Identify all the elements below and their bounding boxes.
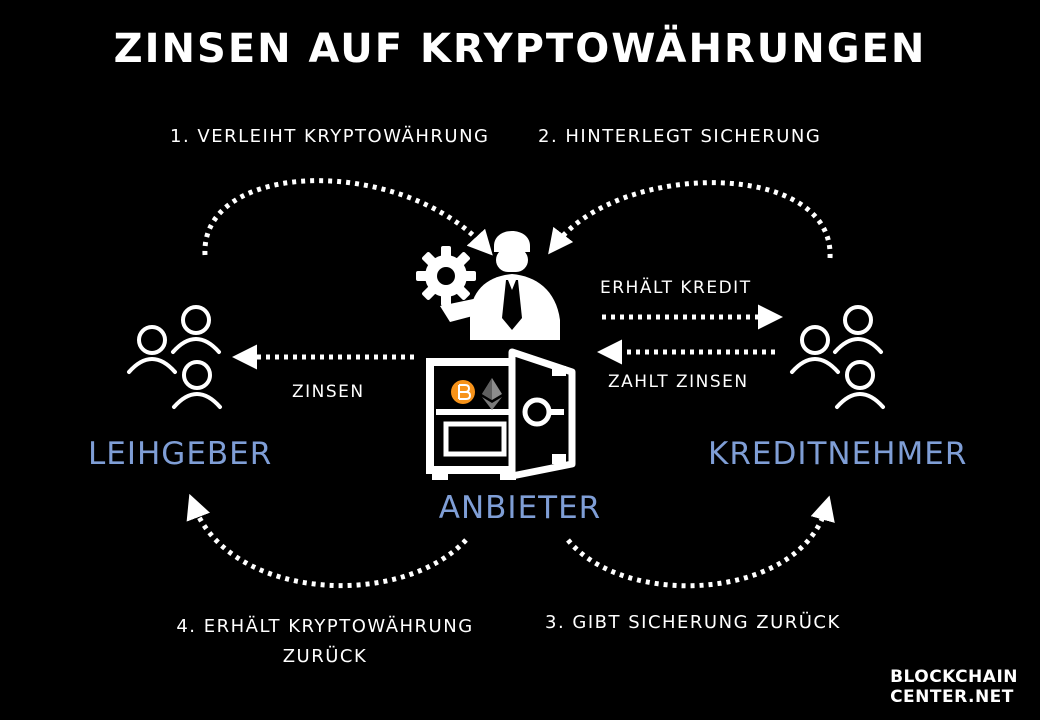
safe-icon (426, 348, 576, 480)
step-2-label: 2. Hinterlegt Sicherung (538, 126, 822, 147)
flow-label-pays-interest: Zahlt Zinsen (608, 372, 749, 392)
step-4-label: 4. Erhält Kryptowährung zurück (176, 616, 474, 667)
brand-logo: BLOCKCHAIN CENTER.NET (890, 667, 1018, 707)
step-3-label: 3. Gibt Sicherung zurück (545, 612, 841, 633)
page-title: Zinsen auf Kryptowährungen (113, 26, 927, 72)
arrow-step-3 (566, 495, 835, 589)
flow-label-receives-credit: Erhält Kredit (600, 278, 752, 298)
arrow-step-1 (202, 178, 493, 256)
brand-line-2: CENTER.NET (890, 687, 1014, 707)
arrow-step-4 (186, 493, 468, 589)
arrow-step-2 (548, 180, 833, 259)
bitcoin-icon (451, 380, 475, 404)
role-label-lender: Leihgeber (88, 436, 273, 472)
people-group-icon (127, 305, 222, 409)
businessman-icon (440, 231, 560, 340)
gear-icon (416, 246, 476, 306)
flow-label-interest: Zinsen (292, 382, 365, 402)
role-label-provider: Anbieter (438, 490, 602, 526)
people-group-icon (790, 305, 885, 409)
ethereum-icon (482, 378, 502, 410)
step-1-label: 1. Verleiht Kryptowährung (170, 126, 490, 147)
role-label-borrower: Kreditnehmer (708, 436, 968, 472)
brand-line-1: BLOCKCHAIN (890, 667, 1018, 687)
